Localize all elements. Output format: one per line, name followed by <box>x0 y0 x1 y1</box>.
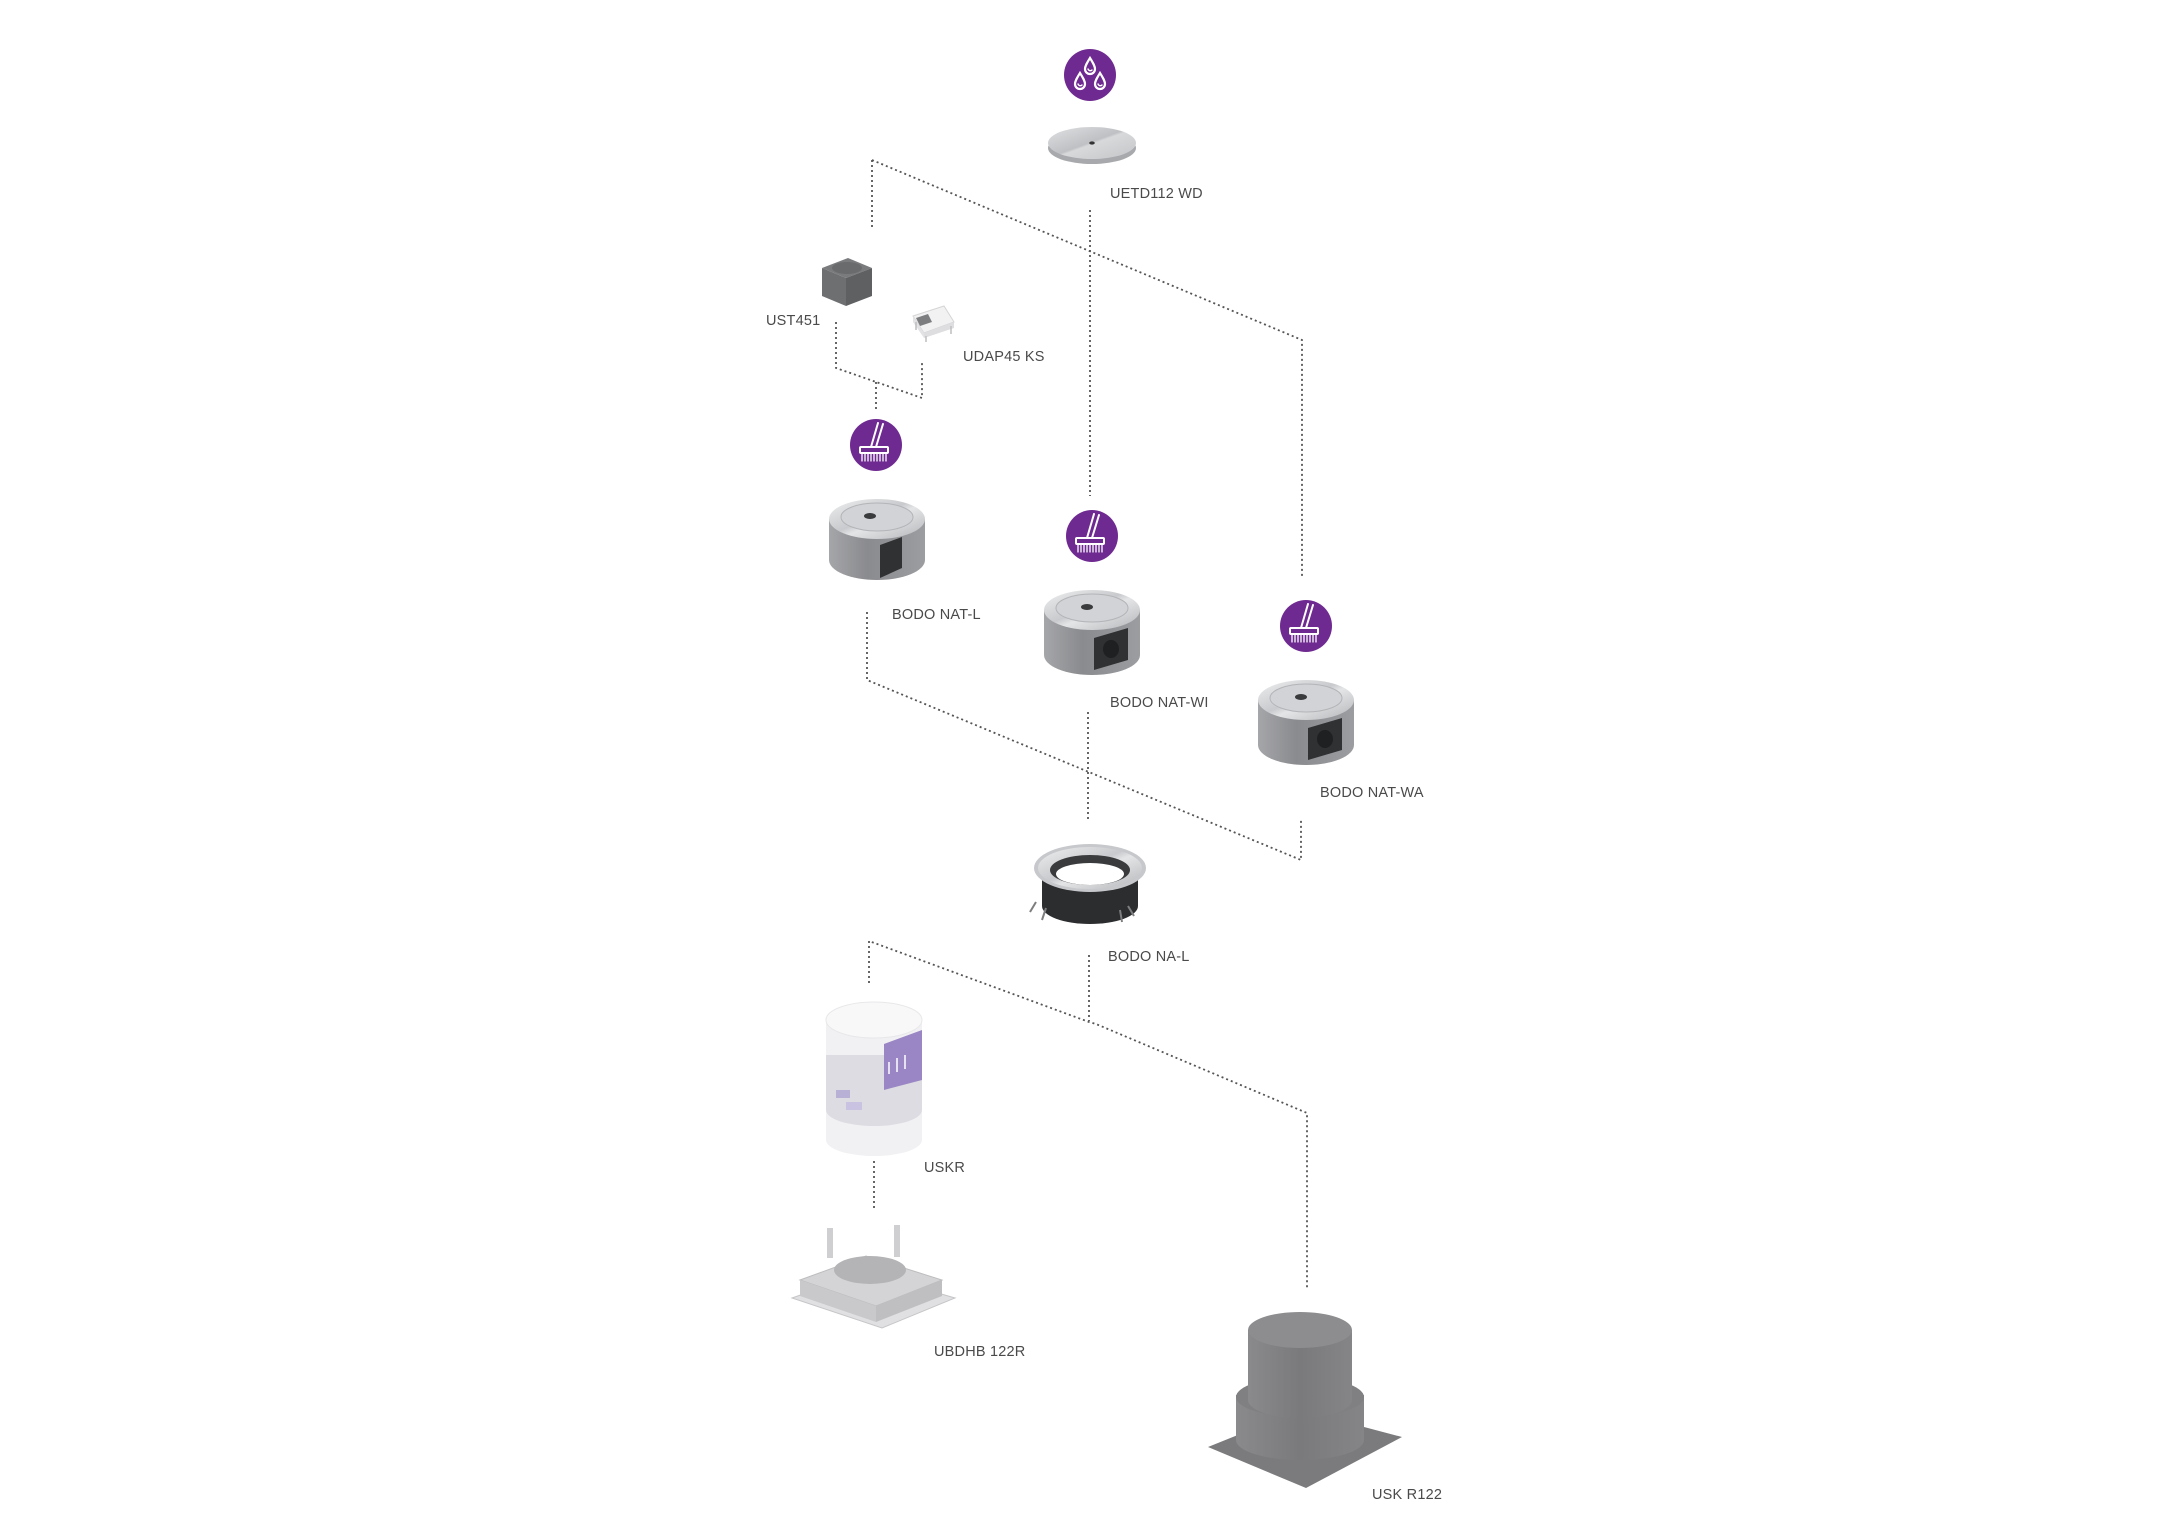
label-usk-r122: USK R122 <box>1372 1487 1443 1503</box>
broom-badge-bodo-nat-l <box>850 419 902 471</box>
water-drops-badge <box>1064 49 1116 101</box>
label-udap45ks: UDAP45 KS <box>963 349 1045 365</box>
part-bodo-nat-wa <box>1258 680 1354 765</box>
label-uetd112wd: UETD112 WD <box>1110 186 1203 202</box>
connector-top-diagonal <box>871 159 1303 578</box>
label-bodo-nat-wi: BODO NAT-WI <box>1110 695 1209 711</box>
connector-lines <box>835 159 1308 1290</box>
label-bodo-nat-l: BODO NAT-L <box>892 607 981 623</box>
connector-ust451-bracket <box>835 322 923 400</box>
connector-lower-diagonal <box>868 939 1308 1290</box>
label-bodo-nat-wa: BODO NAT-WA <box>1320 785 1424 801</box>
label-bodo-na-l: BODO NA-L <box>1108 949 1190 965</box>
part-usk-r122 <box>1208 1312 1402 1488</box>
part-ubdhb122r <box>790 1225 957 1329</box>
label-uskr: USKR <box>924 1160 966 1176</box>
broom-icon <box>859 422 889 462</box>
label-ubdhb122r: UBDHB 122R <box>934 1344 1026 1360</box>
part-bodo-nat-l <box>829 499 925 580</box>
broom-badge-bodo-nat-wa <box>1280 600 1332 652</box>
broom-badge-bodo-nat-wi <box>1066 510 1118 562</box>
part-udap45ks <box>912 305 955 342</box>
part-uetd112wd <box>1048 127 1136 164</box>
part-ust451 <box>822 258 872 306</box>
part-bodo-na-l <box>1029 844 1146 924</box>
label-ust451: UST451 <box>766 313 821 329</box>
part-uskr <box>825 1001 923 1156</box>
broom-icon <box>1289 603 1319 643</box>
water-drops-icon <box>1073 55 1107 91</box>
broom-icon <box>1075 513 1105 553</box>
part-bodo-nat-wi <box>1044 590 1140 675</box>
